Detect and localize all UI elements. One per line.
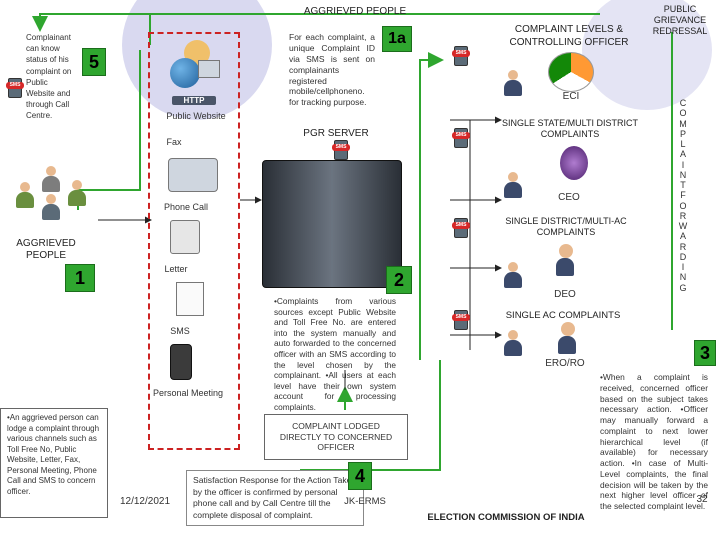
ero-label: ERO/RO [545, 358, 585, 369]
officer-icon-eci [502, 70, 524, 96]
badge-1: 1 [65, 264, 95, 292]
mobile-phone-icon [170, 344, 192, 380]
level-sms-icon-2 [452, 128, 470, 148]
ceo-mic-icon [560, 146, 588, 180]
pgr-server-title: PGR SERVER [303, 128, 369, 139]
background-ellipse-right [582, 0, 712, 110]
auto-forward-box: •Complaints from various sources except … [274, 296, 396, 413]
footer-page: 32 [696, 494, 708, 505]
aggrieved-people-left: AGGRIEVED PEOPLE [16, 238, 76, 261]
complaint-levels-title: COMPLAINT LEVELS & CONTROLLING OFFICER [509, 24, 629, 48]
person-icon-2 [40, 166, 62, 192]
badge-4: 4 [348, 462, 372, 490]
officer-icon-deo [502, 262, 524, 288]
ceo-label: CEO [558, 192, 580, 203]
public-website-label: Public Website [166, 111, 226, 121]
globe-icon [170, 58, 200, 88]
satisfaction-box: Satisfaction Response for the Action Tak… [186, 470, 364, 526]
level-sms-icon-4 [452, 310, 470, 330]
officer-icon-ceo [502, 172, 524, 198]
deo-portrait-icon [554, 244, 578, 278]
footer-code: JK-ERMS [344, 496, 386, 507]
deo-label: DEO [554, 289, 576, 300]
letter-icon [176, 282, 204, 316]
fax-icon [168, 158, 218, 192]
website-icon [168, 40, 224, 92]
people-group-icon [14, 160, 94, 220]
arrow-pgr-up [419, 52, 444, 360]
monitor-icon [198, 60, 220, 78]
level-sms-icon-1 [452, 46, 470, 66]
level-sms-icon-3 [452, 218, 470, 238]
person-icon-3 [66, 180, 88, 206]
eci-flag-icon [548, 52, 594, 92]
eci-label: ECI [562, 91, 580, 102]
badge-3: 3 [694, 340, 716, 366]
arrow-status-route [32, 13, 151, 45]
pgr-server-icon [262, 160, 402, 288]
channels-box: •An aggrieved person can lodge a complai… [0, 408, 108, 518]
personal-meeting-label: Personal Meeting [152, 388, 224, 398]
multi-level-box: •When a complaint is received, concerned… [600, 372, 708, 511]
letter-label: Letter [164, 264, 188, 274]
http-label: HTTP [172, 96, 216, 105]
channel-column-border [148, 32, 240, 450]
badge-1a: 1a [382, 26, 412, 52]
unique-id-box: For each complaint, a unique Complaint I… [289, 32, 375, 108]
sms-label: SMS [170, 326, 190, 336]
phone-call-label: Phone Call [163, 202, 209, 212]
status-sms-icon [6, 78, 24, 98]
badge-5: 5 [82, 48, 106, 76]
district-multi-ac-label: SINGLE DISTRICT/MULTI-AC COMPLAINTS [505, 216, 627, 237]
person-icon-1 [14, 182, 36, 208]
status-box: Complainant can know status of his compl… [26, 33, 72, 121]
server-sms-icon [332, 140, 350, 160]
officer-icon-ero [502, 330, 524, 356]
aggrieved-people-top: AGGRIEVED PEOPLE [303, 6, 407, 17]
badge-2: 2 [386, 266, 412, 294]
lodged-box: COMPLAINT LODGED DIRECTLY TO CONCERNED O… [264, 414, 408, 460]
fax-label: Fax [166, 137, 182, 147]
footer-org: ELECTION COMMISSION OF INDIA [427, 512, 585, 523]
person-icon-4 [40, 194, 62, 220]
ero-portrait-icon [556, 322, 580, 356]
footer-date: 12/12/2021 [119, 496, 171, 507]
single-ac-label: SINGLE AC COMPLAINTS [505, 310, 621, 321]
state-multi-district-label: SINGLE STATE/MULTI DISTRICT COMPLAINTS [501, 118, 638, 139]
public-grievance-redressal: PUBLIC GRIEVANCE REDRESSAL [652, 4, 708, 36]
phone-icon [170, 220, 200, 254]
